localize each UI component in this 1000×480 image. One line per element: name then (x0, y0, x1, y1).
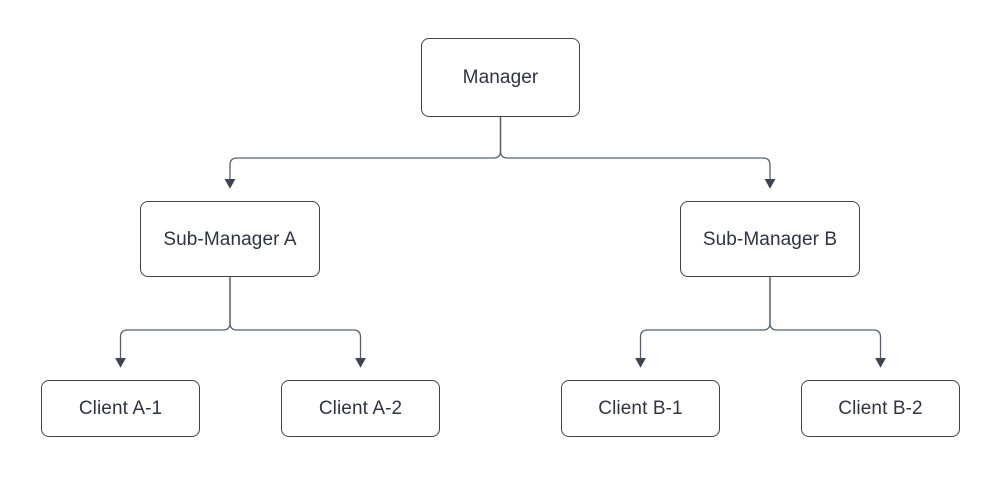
node-client-a1-label: Client A-1 (78, 398, 163, 419)
node-sub-manager-a[interactable]: Sub-Manager A (140, 201, 320, 277)
edge-sub-manager-a-to-client-a2 (229, 277, 366, 368)
node-sub-manager-b[interactable]: Sub-Manager B (680, 201, 860, 277)
edge-sub-manager-b-to-client-b1 (635, 277, 771, 368)
node-sub-manager-a-label: Sub-Manager A (163, 228, 297, 250)
edge-sub-manager-a-to-client-a1 (115, 277, 231, 368)
edge-manager-to-sub-manager-b (499, 117, 776, 189)
edge-manager-to-sub-manager-a (224, 117, 502, 189)
node-manager[interactable]: Manager (421, 38, 580, 117)
node-client-a2-label: Client A-2 (318, 398, 403, 419)
node-client-b1-label: Client B-1 (598, 398, 683, 419)
node-client-a2[interactable]: Client A-2 (281, 380, 440, 437)
node-manager-label: Manager (462, 67, 539, 88)
node-client-b2[interactable]: Client B-2 (801, 380, 960, 437)
edge-sub-manager-b-to-client-b2 (769, 277, 886, 368)
node-sub-manager-b-label: Sub-Manager B (702, 228, 838, 250)
node-client-a1[interactable]: Client A-1 (41, 380, 200, 437)
node-client-b1[interactable]: Client B-1 (561, 380, 720, 437)
node-client-b2-label: Client B-2 (838, 398, 923, 419)
